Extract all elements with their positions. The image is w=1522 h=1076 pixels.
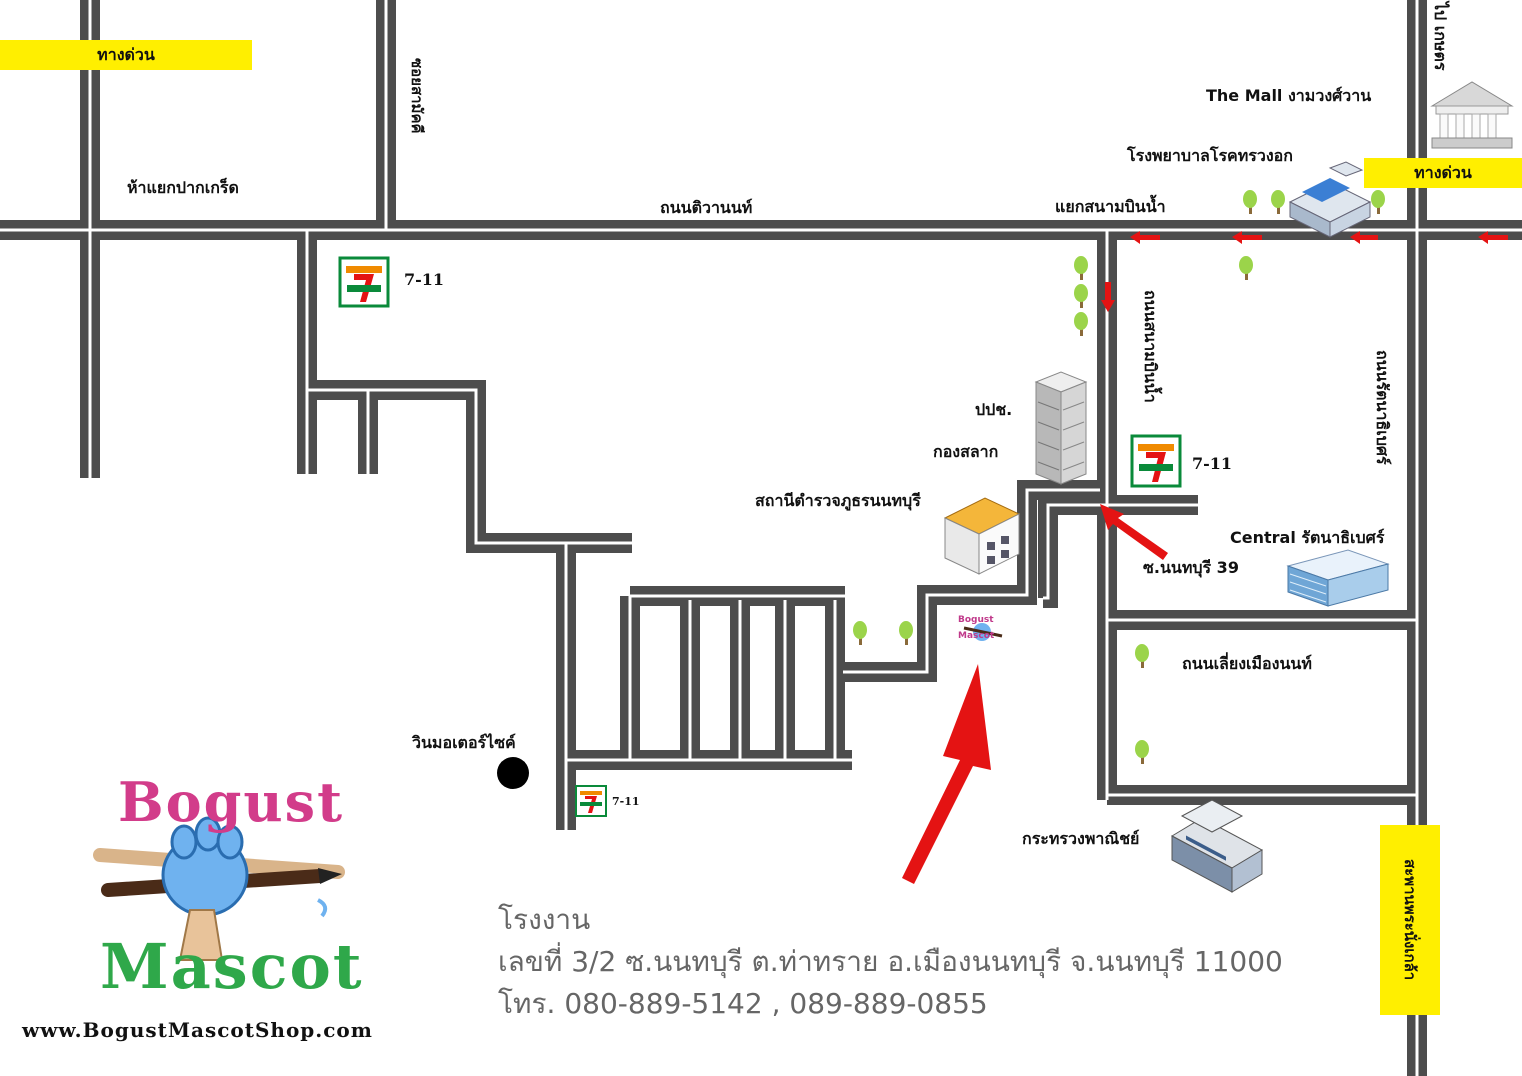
mascot-logo-icon [93, 816, 345, 961]
address-line-street: เลขที่ 3/2 ซ.นนทบุรี ต.ท่าทราย อ.เมืองนน… [498, 945, 1283, 978]
road-label-tiwanon: ถนนติวานนท์ [660, 198, 753, 217]
office-tower-icon [1034, 371, 1088, 485]
mall-building-icon [1286, 549, 1390, 607]
store-label-seven-b: 7-11 [1192, 454, 1233, 473]
direction-arrows [902, 231, 1508, 884]
place-win-motorsize: วินมอเตอร์ไซค์ [412, 733, 516, 752]
place-central: Central รัตนาธิเบศร์ [1230, 528, 1385, 547]
hospital-building-icon [1288, 161, 1372, 238]
expressway-sign-right: ทางด่วน [1364, 158, 1522, 188]
expressway-sign-left: ทางด่วน [0, 40, 252, 70]
seven-eleven-icon [338, 256, 390, 308]
place-pak-kret-junction: ห้าแยกปากเกร็ด [127, 178, 239, 197]
road-label-sanambinnam: ถนนสนามบินน้ำ [1141, 290, 1160, 403]
place-the-mall: The Mall งามวงศ์วาน [1206, 86, 1372, 105]
police-station-building-icon [943, 497, 1021, 575]
place-sanambin-junction: แยกสนามบินน้ำ [1055, 197, 1166, 216]
trees [853, 190, 1385, 764]
museum-building-icon [1430, 81, 1514, 149]
factory-pointer-arrow [902, 664, 991, 884]
bridge-sign-label: สะพานพระนั่งเกล้า [1401, 859, 1419, 981]
road-label-kaset: ไป เกษตร [1431, 2, 1450, 71]
address-line-phone: โทร. 080-889-5142 , 089-889-0855 [498, 987, 988, 1020]
bridge-sign: สะพานพระนั่งเกล้า [1380, 825, 1440, 1015]
seven-eleven-icon [1130, 434, 1182, 488]
brand-word-bogust: Bogust [118, 770, 345, 834]
road-label-liang-mueang: ถนนเลี่ยงเมืองนนท์ [1182, 654, 1312, 673]
expressway-sign-right-label: ทางด่วน [1414, 162, 1472, 182]
road-label-soi-samakkhi: ซอยสามัคคี [408, 58, 426, 134]
ministry-building-icon [1170, 799, 1264, 893]
address-line-factory: โรงงาน [498, 903, 591, 936]
factory-mini-logo-icon [963, 623, 1003, 641]
brand-word-mascot: Mascot [100, 930, 364, 1003]
soi39-pointer-arrow [1100, 504, 1168, 560]
place-commerce-ministry: กระทรวงพาณิชย์ [1022, 829, 1140, 848]
seven-eleven-icon [575, 785, 607, 817]
road-label-rattanathibet: ถนนรัตนาธิเบศร์ [1373, 350, 1392, 465]
place-lottery-office: กองสลาก [933, 442, 999, 461]
road-label-soi39: ซ.นนทบุรี 39 [1143, 558, 1239, 577]
factory-mini-logo-text: Bogust Mascot [958, 615, 995, 641]
store-label-seven-c: 7-11 [612, 795, 640, 808]
place-ppch: ปปช. [975, 400, 1013, 419]
expressway-sign-left-label: ทางด่วน [97, 44, 155, 64]
place-chest-hospital: โรงพยาบาลโรคทรวงอก [1127, 146, 1293, 165]
brand-website-link[interactable]: www.BogustMascotShop.com [22, 1018, 373, 1042]
place-police-station: สถานีตำรวจภูธรนนทบุรี [755, 491, 921, 510]
motorbike-taxi-marker [497, 757, 529, 789]
store-label-seven-a: 7-11 [404, 270, 445, 289]
